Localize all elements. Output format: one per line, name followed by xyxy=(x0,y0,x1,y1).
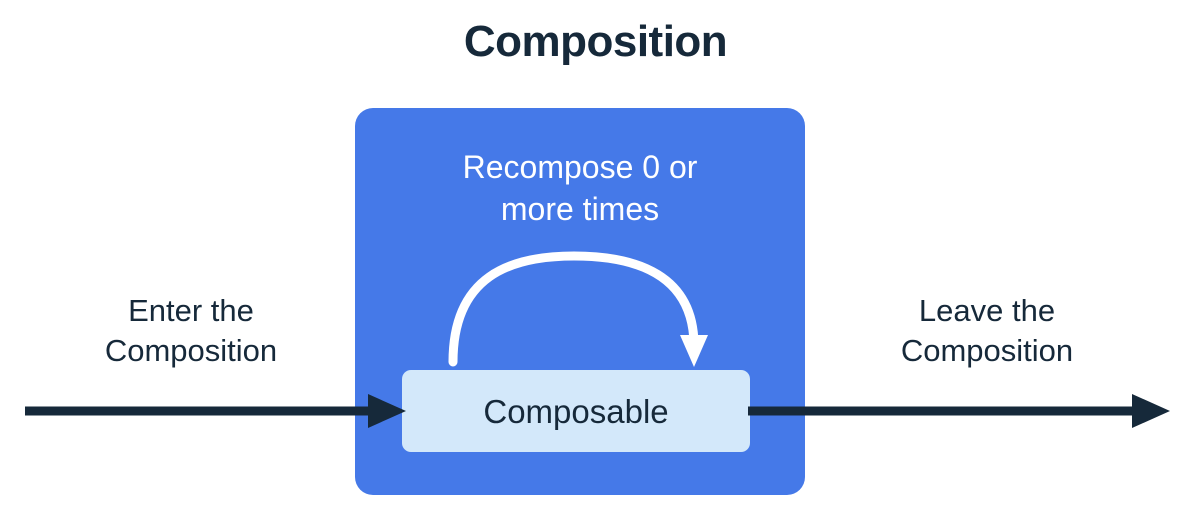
leave-caption-line2: Composition xyxy=(900,333,1074,369)
arrow-right-icon-enter xyxy=(25,394,406,428)
composable-node-label: Composable xyxy=(483,392,669,430)
recompose-label: Recompose 0 or more times xyxy=(355,146,805,230)
recompose-label-line1: Recompose 0 or xyxy=(462,149,698,185)
composable-node[interactable]: Composable xyxy=(402,370,750,452)
enter-composition-caption: Enter the Composition xyxy=(28,291,354,372)
arrow-right-icon-leave xyxy=(748,394,1170,428)
page-title: Composition xyxy=(463,17,728,66)
recompose-label-line2: more times xyxy=(500,191,660,228)
leave-composition-caption: Leave the Composition xyxy=(812,291,1162,372)
enter-caption-line1: Enter the xyxy=(128,293,254,328)
enter-caption-line2: Composition xyxy=(104,333,278,369)
curved-loop-arrow-icon xyxy=(448,251,708,367)
leave-caption-line1: Leave the xyxy=(918,293,1056,328)
